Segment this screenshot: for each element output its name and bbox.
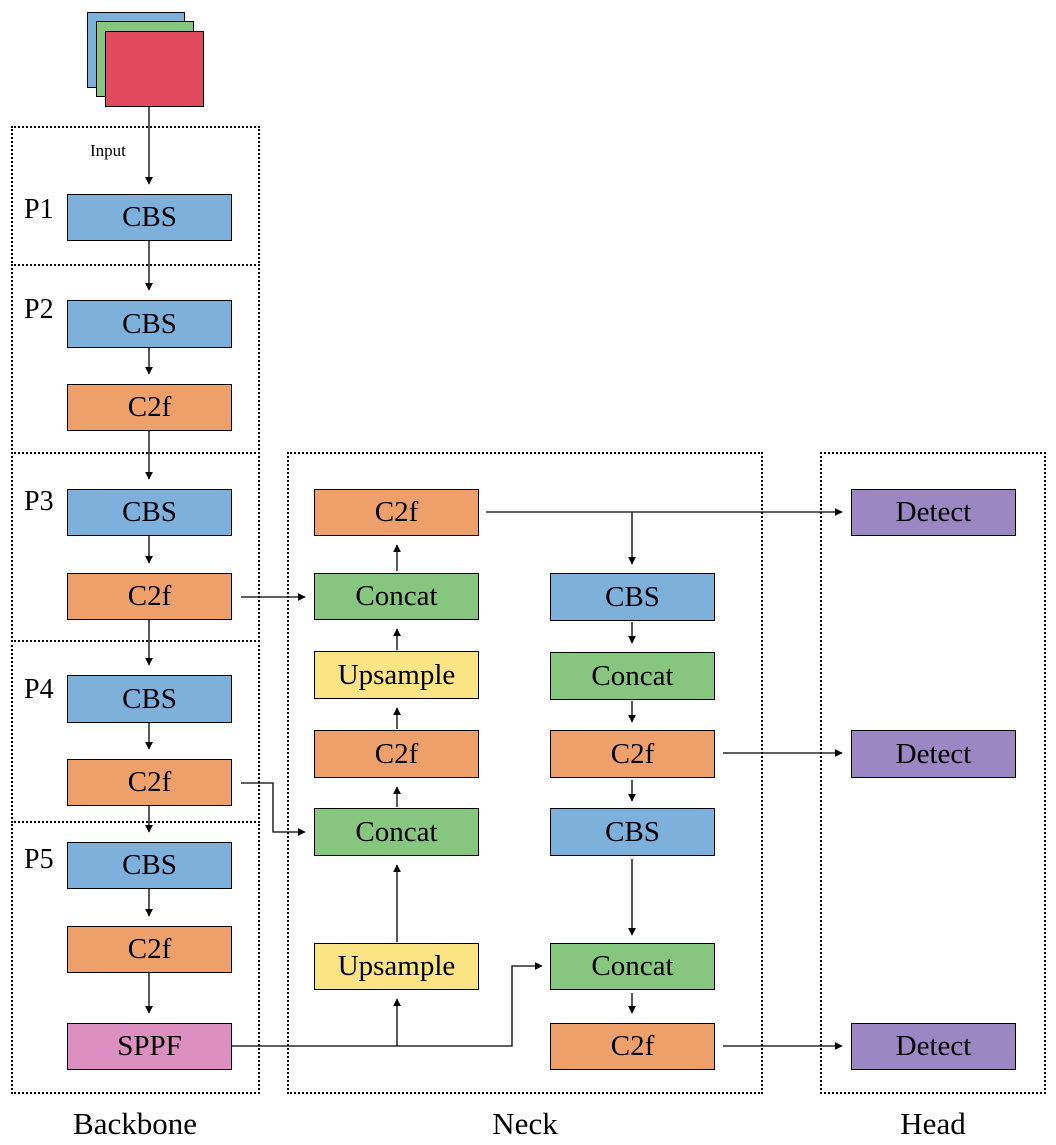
neck-left-c2f-mid-block: C2f <box>314 730 479 778</box>
neck-right-concat-1-block: Concat <box>550 652 715 700</box>
neck-left-c2f-top-block: C2f <box>314 489 479 536</box>
backbone-p4-c2f-block: C2f <box>67 759 232 806</box>
section-label-backbone: Backbone <box>73 1106 197 1141</box>
input-label: Input <box>90 141 126 160</box>
backbone-p3-c2f-block: C2f <box>67 573 232 620</box>
stage-label-p1: P1 <box>24 194 54 225</box>
backbone-p2-cbs-block: CBS <box>67 300 232 348</box>
neck-right-concat-2-block: Concat <box>550 943 715 990</box>
input-image-layer-red <box>105 31 204 107</box>
backbone-p5-cbs-block: CBS <box>67 842 232 889</box>
backbone-p5-sppf-block: SPPF <box>67 1023 232 1070</box>
backbone-p3-cbs-block: CBS <box>67 489 232 536</box>
stage-label-p3: P3 <box>24 486 54 517</box>
backbone-p4-cbs-block: CBS <box>67 675 232 723</box>
neck-left-concat-1-block: Concat <box>314 573 479 620</box>
stage-label-p2: P2 <box>24 294 54 325</box>
backbone-p2-c2f-block: C2f <box>67 384 232 431</box>
neck-left-upsample-1-block: Upsample <box>314 651 479 699</box>
section-label-head: Head <box>900 1106 966 1141</box>
backbone-frame-p5 <box>11 821 260 1094</box>
neck-left-upsample-2-block: Upsample <box>314 943 479 990</box>
stage-label-p4: P4 <box>24 674 54 705</box>
neck-left-concat-2-block: Concat <box>314 808 479 856</box>
section-label-neck: Neck <box>492 1106 558 1141</box>
backbone-p1-cbs-block: CBS <box>67 194 232 241</box>
head-detect-2-block: Detect <box>851 730 1016 778</box>
head-detect-3-block: Detect <box>851 1023 1016 1070</box>
neck-frame <box>287 452 763 1094</box>
neck-right-cbs-2-block: CBS <box>550 808 715 856</box>
stage-label-p5: P5 <box>24 844 54 875</box>
head-detect-1-block: Detect <box>851 489 1016 536</box>
neck-right-cbs-1-block: CBS <box>550 573 715 621</box>
neck-right-c2f-2-block: C2f <box>550 1023 715 1070</box>
head-frame <box>820 452 1046 1094</box>
backbone-p5-c2f-block: C2f <box>67 926 232 973</box>
neck-right-c2f-1-block: C2f <box>550 730 715 778</box>
